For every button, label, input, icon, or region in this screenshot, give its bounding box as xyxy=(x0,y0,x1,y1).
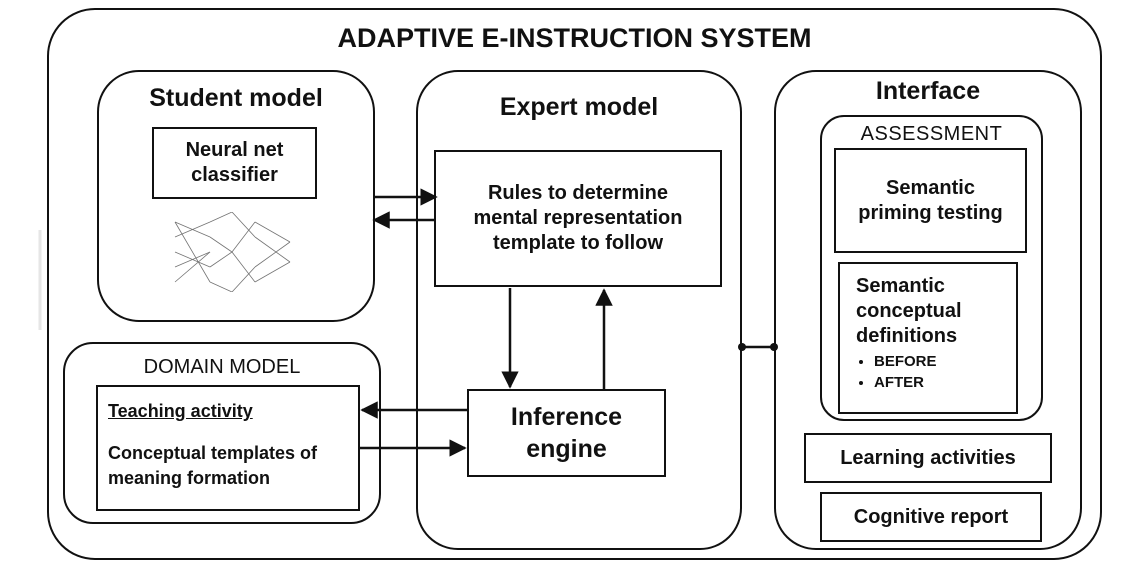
conceptual-templates-text: Conceptual templates of meaning formatio… xyxy=(108,443,318,488)
neural-net-classifier-box: Neural net classifier xyxy=(152,127,317,199)
inference-engine-label: Inference engine xyxy=(510,402,623,464)
rules-label: Rules to determine mental representation… xyxy=(473,182,683,254)
assessment-heading: ASSESSMENT xyxy=(860,123,1003,145)
semantic-definitions-label: Semantic conceptual definitions xyxy=(856,275,962,347)
list-item-after: AFTER xyxy=(874,372,1010,393)
student-model-heading: Student model xyxy=(149,84,323,112)
expert-model-heading: Expert model xyxy=(499,93,659,121)
neural-net-graphic xyxy=(174,212,291,292)
semantic-definitions-box: Semantic conceptual definitions BEFORE A… xyxy=(838,262,1018,414)
teaching-activity-link[interactable]: Teaching activity xyxy=(108,401,253,421)
system-title: ADAPTIVE E-INSTRUCTION SYSTEM xyxy=(337,23,812,53)
learning-activities-label: Learning activities xyxy=(840,446,1016,469)
list-item-before: BEFORE xyxy=(874,351,1010,372)
inference-engine-box: Inference engine xyxy=(467,389,666,477)
domain-content-box: Teaching activity Conceptual templates o… xyxy=(96,385,360,511)
expert-model-panel xyxy=(416,70,742,550)
learning-activities-button[interactable]: Learning activities xyxy=(804,433,1052,483)
rules-box: Rules to determine mental representation… xyxy=(434,150,722,287)
interface-heading: Interface xyxy=(875,77,981,105)
semantic-priming-box: Semantic priming testing xyxy=(834,148,1027,253)
semantic-priming-label: Semantic priming testing xyxy=(858,176,1003,224)
domain-model-heading: DOMAIN MODEL xyxy=(143,356,301,378)
neural-net-classifier-label: Neural net classifier xyxy=(185,139,284,186)
definitions-list: BEFORE AFTER xyxy=(856,351,1010,393)
cognitive-report-label: Cognitive report xyxy=(853,505,1009,528)
cognitive-report-button[interactable]: Cognitive report xyxy=(820,492,1042,542)
